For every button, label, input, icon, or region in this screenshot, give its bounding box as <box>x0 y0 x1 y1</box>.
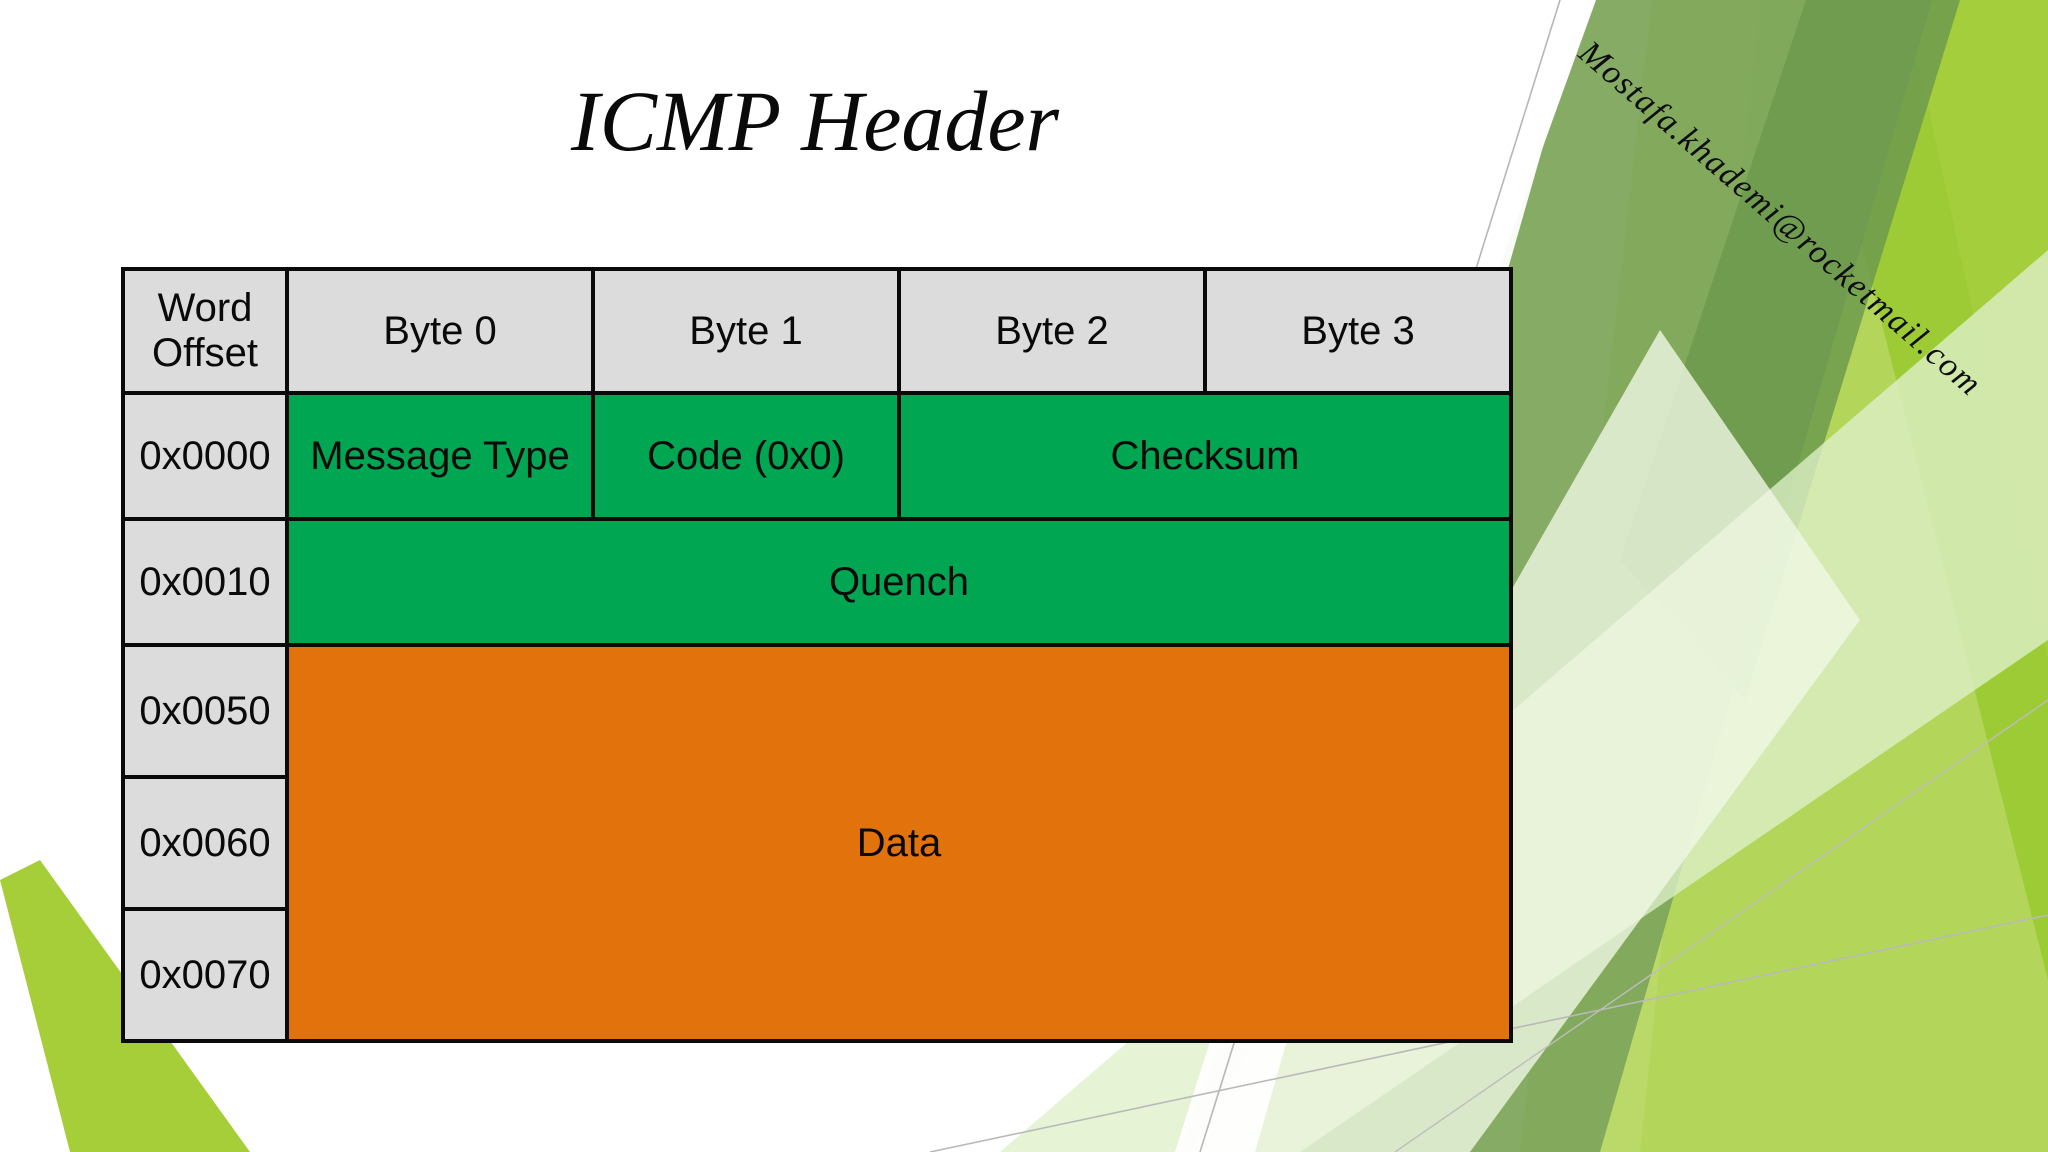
offset-cell-0x0010: 0x0010 <box>121 517 289 647</box>
header-cell-byte-1: Byte 1 <box>591 267 901 395</box>
email-watermark: Mostafa.khademi@rocketmail.com <box>1571 34 1989 404</box>
table-row-word-0x0060: 0x0060 <box>121 775 1511 911</box>
icmp-header-table: Word Offset Byte 0 Byte 1 Byte 2 Byte 3 … <box>121 267 1513 1043</box>
decor-shape-mid-light <box>1520 0 2048 1152</box>
field-data: Data <box>285 643 1513 1043</box>
field-quench: Quench <box>285 517 1513 647</box>
table-header-row: Word Offset Byte 0 Byte 1 Byte 2 Byte 3 <box>121 267 1513 395</box>
field-checksum: Checksum <box>897 391 1513 521</box>
word-offset-label-line1: Word <box>157 286 253 331</box>
field-message-type: Message Type <box>285 391 595 521</box>
table-row-word-0x0070: 0x0070 <box>121 907 1511 1043</box>
header-cell-byte-2: Byte 2 <box>897 267 1207 395</box>
header-cell-word-offset: Word Offset <box>121 267 289 395</box>
word-offset-label-line2: Offset <box>152 331 258 375</box>
field-code: Code (0x0) <box>591 391 901 521</box>
offset-cell-0x0000: 0x0000 <box>121 391 289 521</box>
table-row-word-0x0010: 0x0010 Quench <box>121 517 1513 647</box>
page-title: ICMP Header <box>570 73 1060 169</box>
table-row-word-0x0000: 0x0000 Message Type Code (0x0) Checksum <box>121 391 1513 521</box>
table-row-word-0x0050: 0x0050 Data <box>121 643 1513 1043</box>
offset-cell-0x0050: 0x0050 <box>121 643 289 779</box>
offset-cell-0x0070: 0x0070 <box>121 907 289 1043</box>
offset-cell-0x0060: 0x0060 <box>121 775 289 911</box>
header-cell-byte-0: Byte 0 <box>285 267 595 395</box>
header-cell-byte-3: Byte 3 <box>1203 267 1513 395</box>
